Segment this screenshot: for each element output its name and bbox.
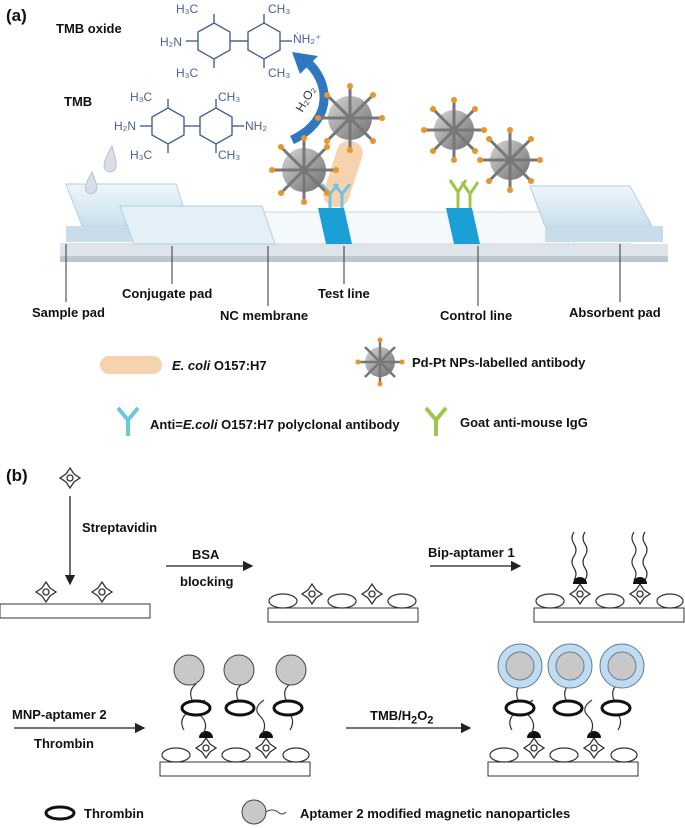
polyclonal-antibody bbox=[320, 183, 352, 208]
lateral-flow-strip bbox=[59, 183, 669, 262]
chem-ch3-3: CH₃ bbox=[218, 90, 241, 104]
goat-igg bbox=[448, 179, 480, 208]
chem-h3c-3: H₃C bbox=[130, 90, 153, 104]
magnetic-nanoparticle bbox=[173, 654, 307, 686]
bsa-label: BSA bbox=[192, 547, 220, 562]
chem-h3c-2: H₃C bbox=[176, 66, 199, 80]
droplet-icon bbox=[85, 170, 98, 195]
control-line-label: Control line bbox=[440, 308, 513, 323]
thrombin-step-label: Thrombin bbox=[34, 736, 94, 751]
chem-ch3-2: CH₃ bbox=[268, 66, 291, 80]
pd-pt-nanoparticle bbox=[315, 83, 385, 153]
mnp-legend-text: Aptamer 2 modified magnetic nanoparticle… bbox=[300, 806, 571, 821]
absorbent-pad-label: Absorbent pad bbox=[569, 305, 661, 320]
pd-pt-nanoparticle bbox=[269, 135, 339, 205]
mnp-aptamer-label: MNP-aptamer 2 bbox=[12, 707, 107, 722]
surface-step3 bbox=[533, 607, 685, 623]
antibody-legend-text: Anti=E.coli O157:H7 polyclonal antibody bbox=[150, 417, 400, 432]
pd-pt-nanoparticle bbox=[477, 127, 543, 193]
conjugate-pad-label: Conjugate pad bbox=[122, 286, 213, 301]
antibody-legend-icon bbox=[116, 406, 140, 436]
ecoli-legend-text: E. coli O157:H7 bbox=[172, 358, 267, 373]
chem-nh2: NH₂ bbox=[245, 119, 267, 133]
tmb-label: TMB bbox=[64, 94, 93, 109]
panel-b-label: (b) bbox=[6, 466, 28, 485]
control-line-band bbox=[446, 208, 480, 244]
streptavidin-icon bbox=[58, 466, 82, 490]
thrombin-legend-text: Thrombin bbox=[84, 806, 144, 821]
mnp-legend-icon bbox=[241, 799, 267, 825]
bip-aptamer-label: Bip-aptamer 1 bbox=[428, 545, 515, 560]
surface-step1 bbox=[0, 603, 151, 619]
blocking-label: blocking bbox=[180, 574, 234, 589]
thrombin-legend-icon bbox=[44, 805, 76, 821]
pd-pt-nanoparticle bbox=[421, 97, 487, 163]
chem-ch3-4: CH₃ bbox=[218, 148, 241, 162]
pdpt-legend-text: Pd-Pt NPs-labelled antibody bbox=[412, 355, 586, 370]
pd-pt-legend-icon bbox=[355, 337, 405, 387]
surface-step5 bbox=[487, 761, 639, 777]
chem-h2n-2: H₂N bbox=[114, 119, 136, 133]
streptavidin-label: Streptavidin bbox=[82, 520, 158, 535]
droplet-icon bbox=[103, 144, 117, 173]
nc-membrane-label: NC membrane bbox=[220, 308, 309, 323]
chem-h2n: H₂N bbox=[160, 35, 182, 49]
tmb-h2o2-label: TMB/H2O2 bbox=[370, 708, 434, 727]
chem-ch3-1: CH₃ bbox=[268, 2, 291, 16]
bip-aptamer bbox=[571, 531, 648, 581]
thrombin bbox=[180, 699, 304, 717]
chem-nh2-plus: ṄH₂⁺ bbox=[293, 32, 322, 46]
panel-a-label: (a) bbox=[6, 6, 27, 25]
tmb-oxide-structure bbox=[186, 14, 292, 68]
goat-igg-legend-icon bbox=[424, 406, 448, 436]
test-line-label: Test line bbox=[318, 286, 370, 301]
surface-step2 bbox=[267, 607, 419, 623]
test-line-band bbox=[318, 208, 352, 244]
chem-h3c-4: H₃C bbox=[130, 148, 153, 162]
sample-pad-label: Sample pad bbox=[32, 305, 105, 320]
magnetic-nanoparticle-tmb bbox=[497, 643, 645, 689]
tmb-oxide-label: TMB oxide bbox=[56, 21, 122, 36]
ecoli-legend-icon bbox=[100, 356, 162, 374]
surface-step4 bbox=[159, 761, 311, 777]
goat-igg-legend-text: Goat anti-mouse IgG bbox=[460, 415, 588, 430]
tmb-structure bbox=[140, 99, 244, 153]
oxidation-arrow bbox=[289, 56, 329, 145]
chem-h3c-1: H₃C bbox=[176, 2, 199, 16]
